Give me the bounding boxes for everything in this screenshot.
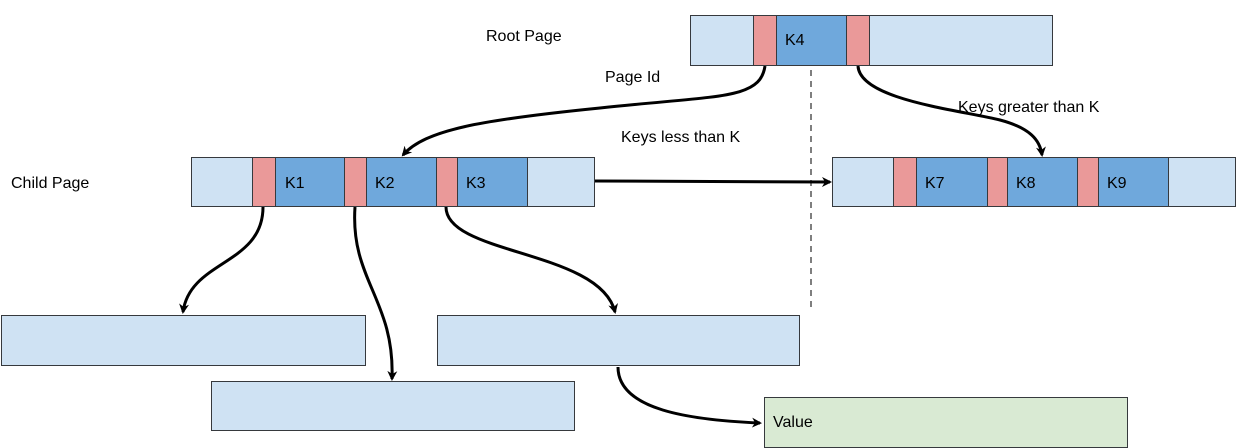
- child-pointer: [436, 157, 458, 207]
- child-pointer: [344, 157, 367, 207]
- root-page-label: Root Page: [486, 28, 562, 45]
- root-pointer: [846, 15, 870, 66]
- child-key-k7: [916, 157, 988, 207]
- child-pointer: [893, 157, 917, 207]
- child-key-k9: [1098, 157, 1169, 207]
- root-pointer: [753, 15, 777, 66]
- child-key-label: K9: [1107, 175, 1127, 192]
- child-page-label: Child Page: [11, 175, 90, 192]
- arrow-k3-pointer: [444, 206, 618, 314]
- child-key-label: K7: [925, 175, 945, 192]
- leaf-page-1: [1, 315, 366, 366]
- child-key-k3: [457, 157, 528, 207]
- value-label: Value: [773, 414, 813, 431]
- child-key-label: K8: [1016, 175, 1036, 192]
- child-pointer: [252, 157, 276, 207]
- arrow-to-value: [616, 366, 762, 428]
- child-page-slot: [832, 157, 894, 207]
- leaf-page-3: [437, 315, 800, 366]
- arrow-k2-pointer: [353, 206, 398, 381]
- arrow-k1-pointer: [179, 206, 265, 314]
- child-page-slot: [1168, 157, 1236, 207]
- child-key-k2: [366, 157, 437, 207]
- keys-less-label: Keys less than K: [621, 129, 741, 146]
- child-key-label: K2: [375, 175, 395, 192]
- arrow-sibling-link: [594, 176, 832, 187]
- root-page-slot: [869, 15, 1053, 66]
- leaf-page-2: [211, 381, 575, 431]
- root-page-slot: [690, 15, 754, 66]
- child-key-k8: [1007, 157, 1078, 207]
- child-pointer: [1077, 157, 1099, 207]
- child-page-slot: [527, 157, 595, 207]
- arrow-root-to-child-right: [856, 65, 1046, 157]
- keys-greater-label: Keys greater than K: [958, 99, 1100, 116]
- child-key-k1: [275, 157, 345, 207]
- root-key-label: K4: [785, 32, 805, 49]
- page-id-label: Page Id: [605, 69, 661, 86]
- child-pointer: [987, 157, 1008, 207]
- child-key-label: K1: [285, 175, 305, 192]
- value-box: [764, 397, 1128, 448]
- child-page-slot: [191, 157, 253, 207]
- arrow-root-to-child-left: [401, 65, 767, 157]
- child-key-label: K3: [466, 175, 486, 192]
